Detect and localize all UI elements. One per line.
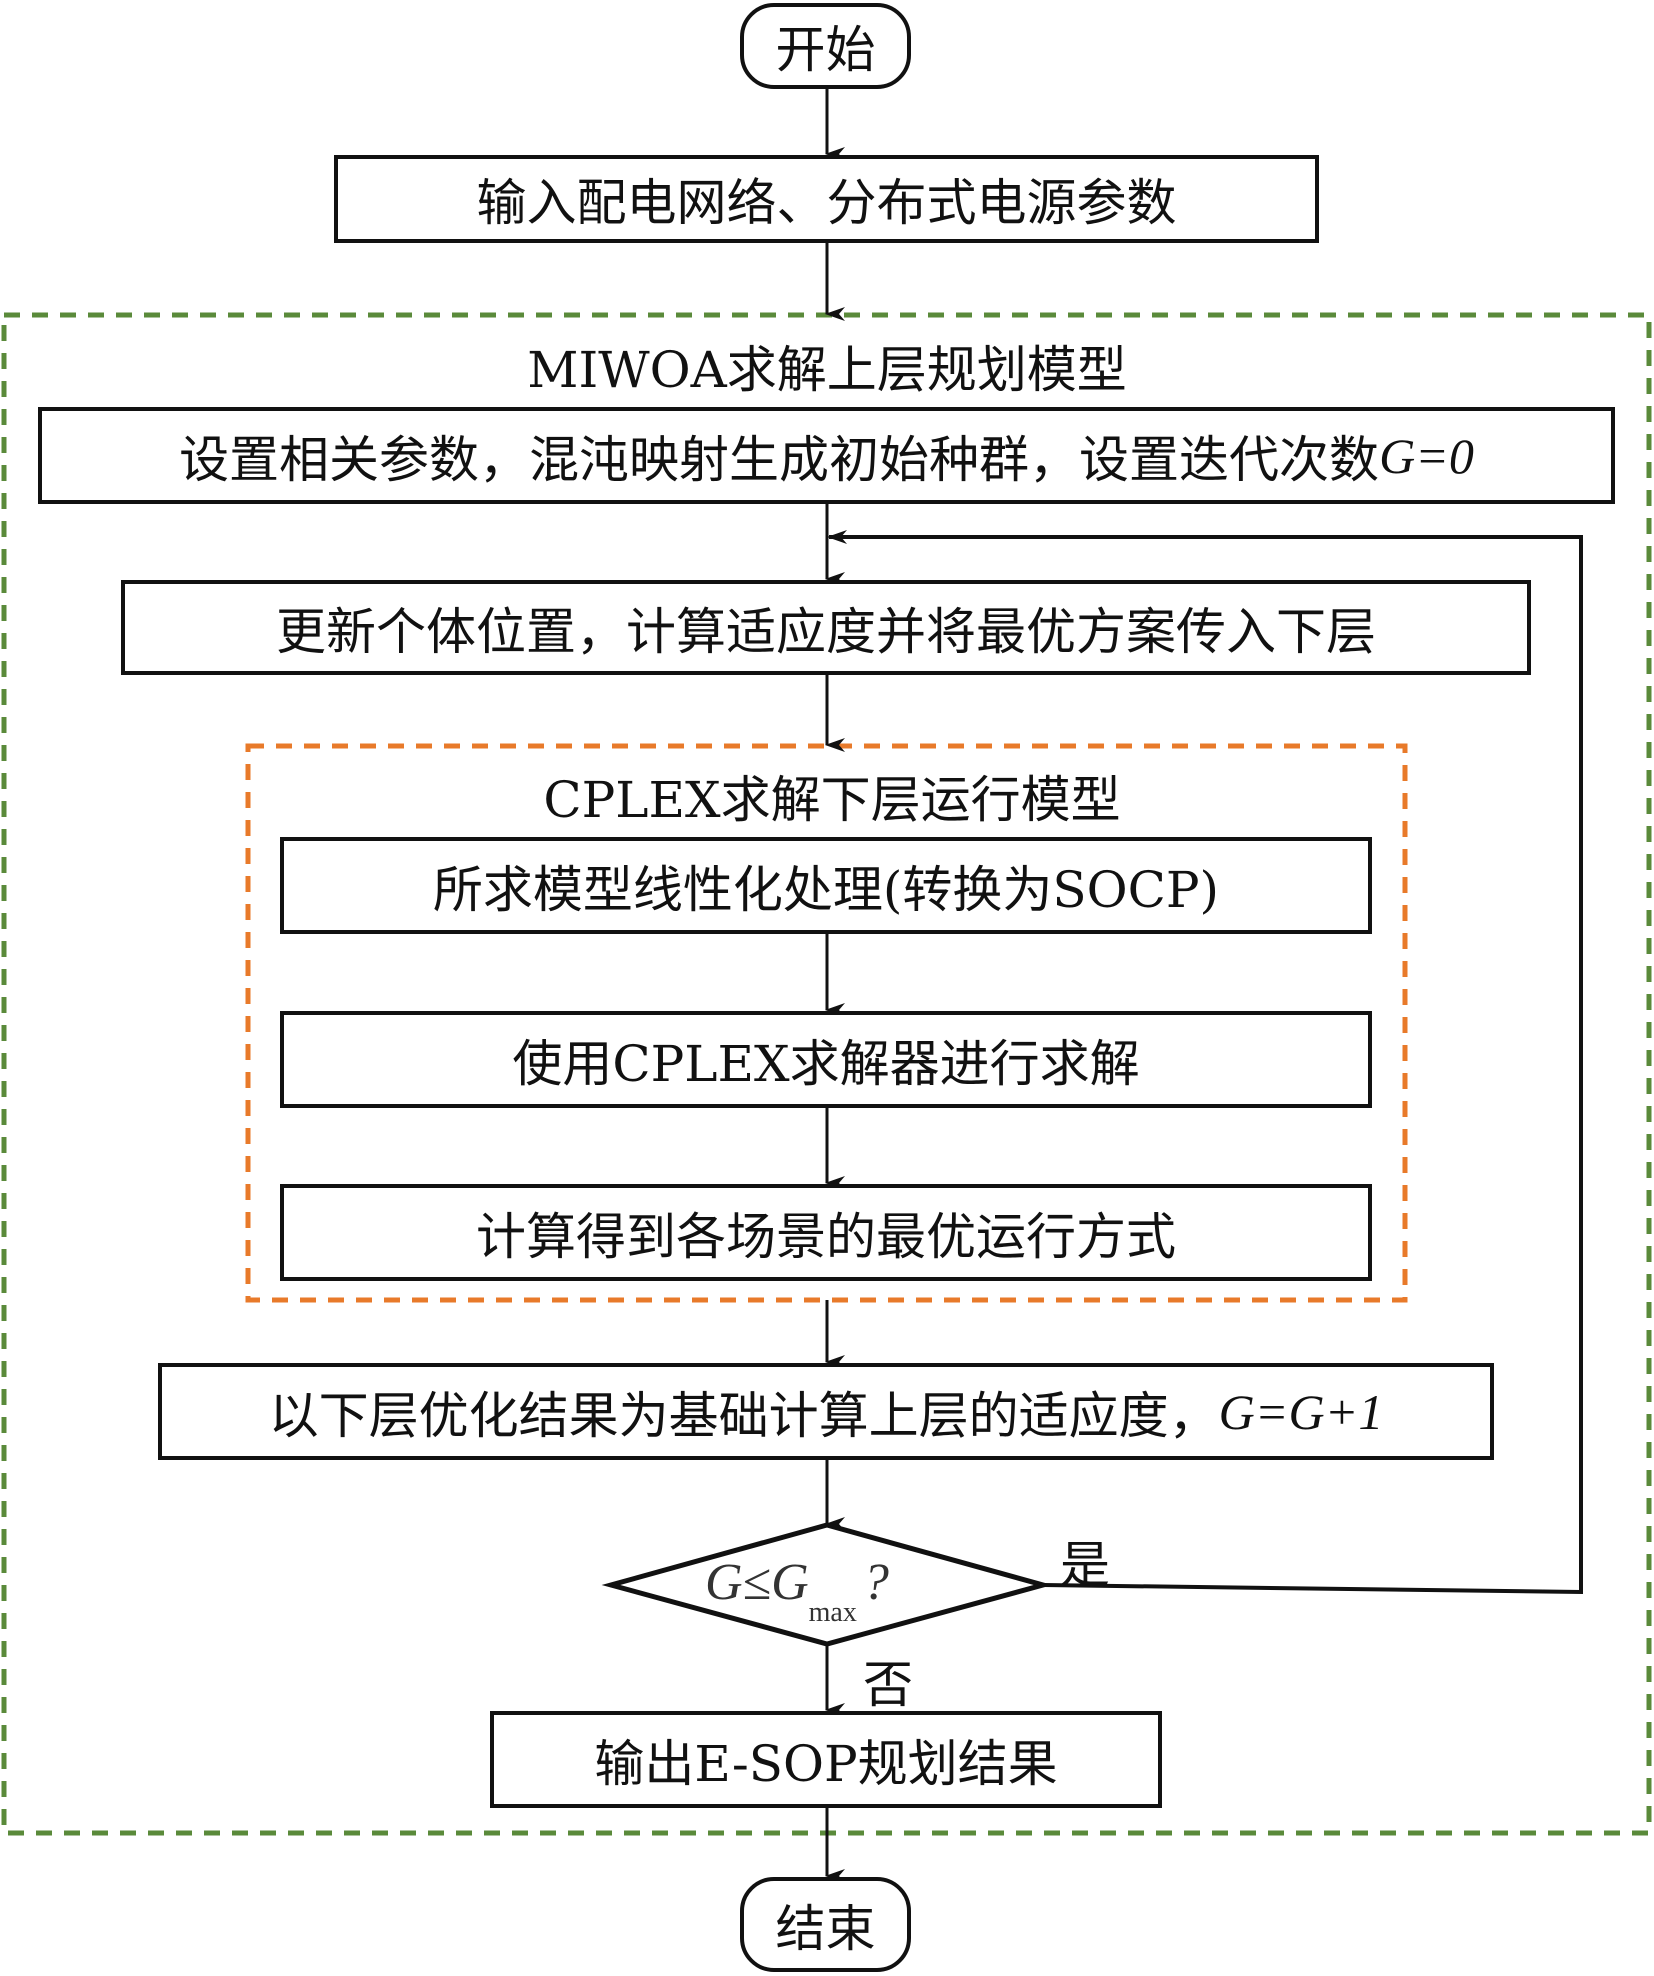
fitness-step: 以下层优化结果为基础计算上层的适应度，G=G+1 — [158, 1363, 1494, 1460]
upper-block-title: MIWOA求解上层规划模型 — [527, 341, 1127, 399]
start-node: 开始 — [740, 3, 911, 89]
decision-sub: max — [808, 1597, 857, 1628]
init-step-formula: G=0 — [1379, 427, 1474, 484]
decision-condition: G≤Gmax? — [705, 1553, 889, 1629]
lower-step-linearize: 所求模型线性化处理(转换为SOCP) — [280, 837, 1372, 934]
end-node: 结束 — [740, 1877, 911, 1972]
lower-step-result: 计算得到各场景的最优运行方式 — [280, 1184, 1372, 1281]
decision-lhs: G≤G — [705, 1554, 809, 1611]
decision-question: ? — [862, 1554, 889, 1611]
input-step: 输入配电网络、分布式电源参数 — [334, 155, 1319, 243]
decision-yes-label: 是 — [1060, 1536, 1110, 1594]
lower-block-title: CPLEX求解下层运行模型 — [543, 771, 1121, 829]
output-step: 输出E-SOP规划结果 — [490, 1711, 1162, 1808]
lower-step-solve: 使用CPLEX求解器进行求解 — [280, 1011, 1372, 1108]
fitness-step-formula: G=G+1 — [1218, 1383, 1384, 1440]
update-step: 更新个体位置，计算适应度并将最优方案传入下层 — [121, 580, 1531, 675]
decision-diamond — [601, 1522, 1053, 1647]
loop-back-line — [827, 530, 1583, 1595]
init-step-text: 设置相关参数，混沌映射生成初始种群，设置迭代次数 — [179, 430, 1380, 489]
fitness-step-text: 以下层优化结果为基础计算上层的适应度， — [268, 1386, 1219, 1445]
decision-no-label: 否 — [863, 1656, 913, 1714]
lower-frame — [245, 743, 1408, 1303]
